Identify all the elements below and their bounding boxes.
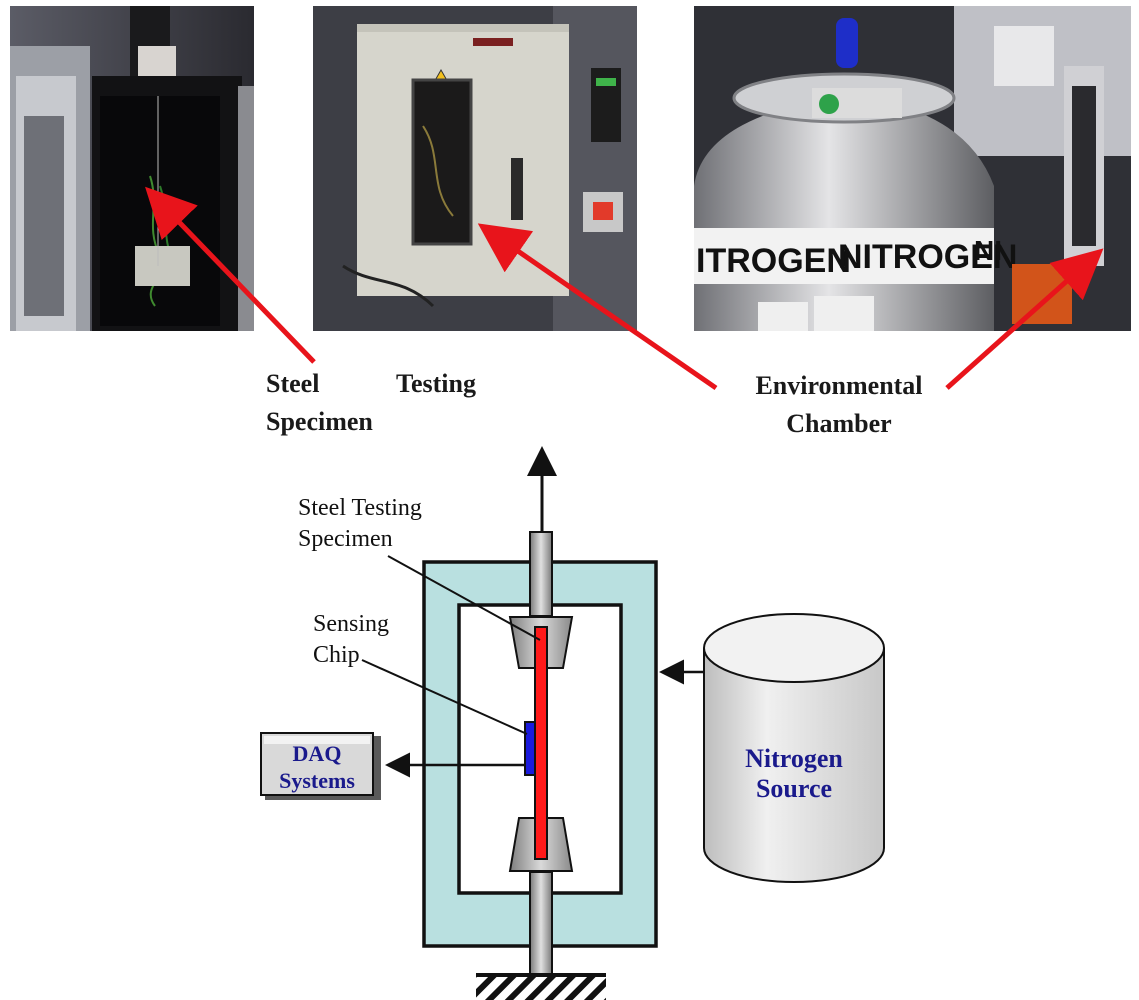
daq-label-line1: DAQ xyxy=(293,741,342,766)
caption-environmental-chamber: Environmental Chamber xyxy=(734,367,944,443)
ground-hatch xyxy=(476,977,606,1000)
caption-testing: Testing xyxy=(396,369,476,398)
chip-leader xyxy=(361,659,528,735)
chip-label-line2: Chip xyxy=(313,642,360,668)
nitrogen-label-line1: Nitrogen xyxy=(745,744,843,773)
upper-rod xyxy=(529,531,553,617)
caption-environmental: Environmental xyxy=(755,371,923,400)
arrow-to-tank-chamber-photo xyxy=(945,248,1104,390)
sensing-chip xyxy=(524,721,536,776)
nitrogen-label-line2: Source xyxy=(756,774,832,803)
caption-specimen: Specimen xyxy=(266,407,373,436)
steel-specimen-bar xyxy=(534,626,548,860)
photo-nitrogen-tank: ITROGEN NITROGEN NI xyxy=(694,6,1131,331)
tank-label-left: ITROGEN xyxy=(696,242,851,280)
tank-label-center: NITROGEN xyxy=(838,238,1017,276)
daq-label-line2: Systems xyxy=(279,768,355,793)
arrow-to-chamber-photo xyxy=(477,223,718,391)
daq-systems-box: DAQ Systems xyxy=(260,732,381,800)
chip-label-line1: Sensing xyxy=(313,611,389,637)
nitrogen-source-cylinder: Nitrogen Source xyxy=(703,613,885,883)
caption-chamber: Chamber xyxy=(786,409,892,438)
specimen-label-line1: Steel Testing xyxy=(298,495,422,521)
arrow-to-specimen-photo xyxy=(145,186,316,364)
specimen-leader xyxy=(387,555,541,641)
tank-label-right: NI xyxy=(974,235,1002,266)
caption-steel: Steel xyxy=(266,369,320,398)
lower-rod xyxy=(529,871,553,975)
specimen-label-line2: Specimen xyxy=(298,526,393,552)
caption-steel-testing-specimen: Steel Testing Specimen xyxy=(266,365,476,441)
photo-environmental-chamber xyxy=(313,6,637,331)
